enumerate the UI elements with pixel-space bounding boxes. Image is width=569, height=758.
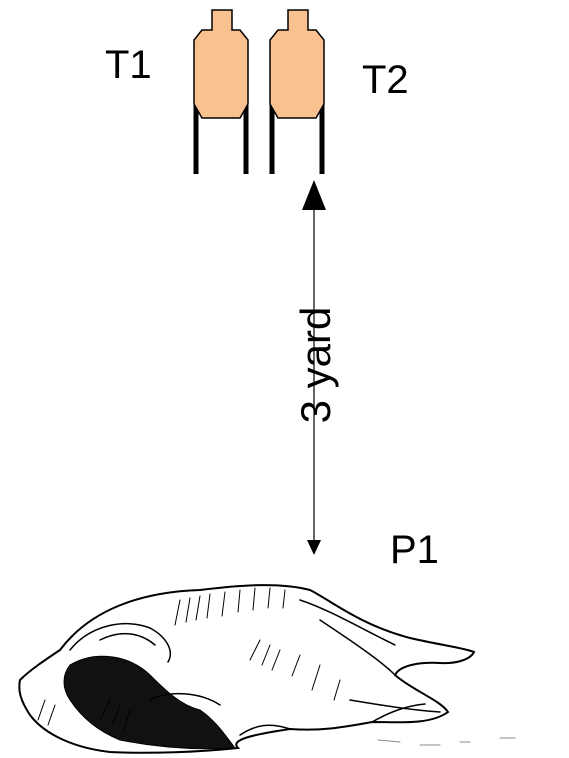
distance-label: 3 yard [295, 307, 337, 424]
target-t1-label: T1 [105, 45, 152, 85]
ground-line [378, 738, 515, 745]
arrow-head-up-icon [302, 180, 326, 210]
prone-person-illustration [19, 585, 515, 753]
target-t2 [270, 10, 324, 174]
target-t1-silhouette [194, 10, 248, 118]
target-t2-label: T2 [362, 60, 409, 100]
position-p1-label: P1 [390, 530, 439, 570]
target-t1 [194, 10, 248, 174]
target-t2-silhouette [270, 10, 324, 118]
arrow-head-down-icon [307, 540, 321, 555]
